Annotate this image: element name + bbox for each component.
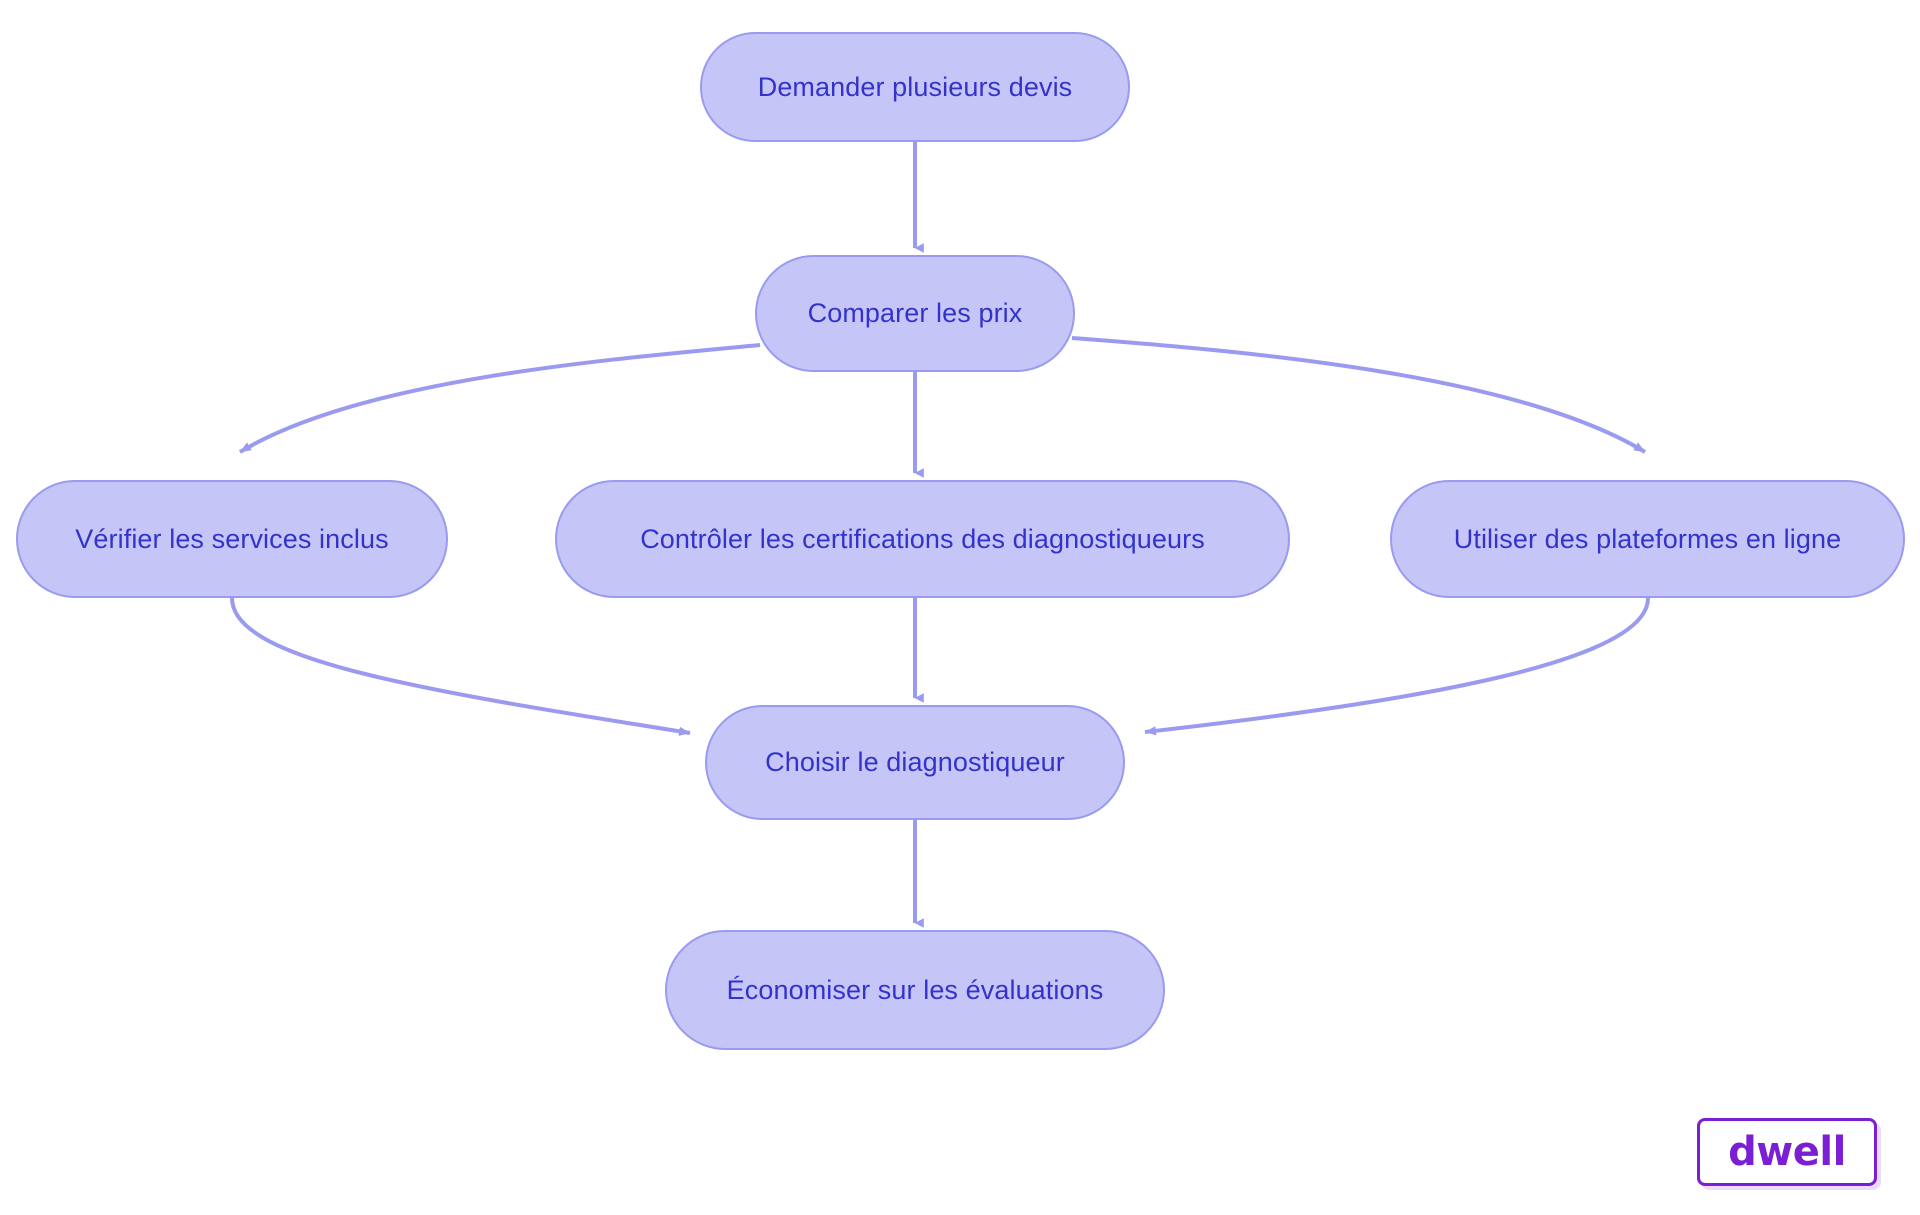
node-label: Utiliser des plateformes en ligne [1453,523,1842,554]
node-label: Contrôler les certifications des diagnos… [640,523,1205,554]
node-verifier-les-services-inclus[interactable]: Vérifier les services inclus [16,480,448,598]
node-label: Comparer les prix [807,298,1023,329]
edge-comparer-to-verifier [238,343,761,454]
node-label: Choisir le diagnostiqueur [765,747,1065,778]
node-label: Demander plusieurs devis [757,71,1073,102]
node-label: Économiser sur les évaluations [726,974,1104,1005]
node-demander-plusieurs-devis[interactable]: Demander plusieurs devis [700,32,1130,142]
node-utiliser-des-plateformes-en-ligne[interactable]: Utiliser des plateformes en ligne [1390,480,1905,598]
edge-comparer-to-utiliser [1071,336,1647,454]
node-controler-les-certifications[interactable]: Contrôler les certifications des diagnos… [555,480,1290,598]
node-choisir-le-diagnostiqueur[interactable]: Choisir le diagnostiqueur [705,705,1125,820]
dwell-logo-badge: dwell [1697,1118,1877,1186]
edge-utiliser-to-choisir [1144,597,1650,736]
node-comparer-les-prix[interactable]: Comparer les prix [755,255,1075,372]
edge-verifier-to-choisir [230,597,691,736]
node-economiser-sur-les-evaluations[interactable]: Économiser sur les évaluations [665,930,1165,1050]
node-label: Vérifier les services inclus [75,523,389,554]
dwell-logo-text: dwell [1728,1129,1846,1175]
